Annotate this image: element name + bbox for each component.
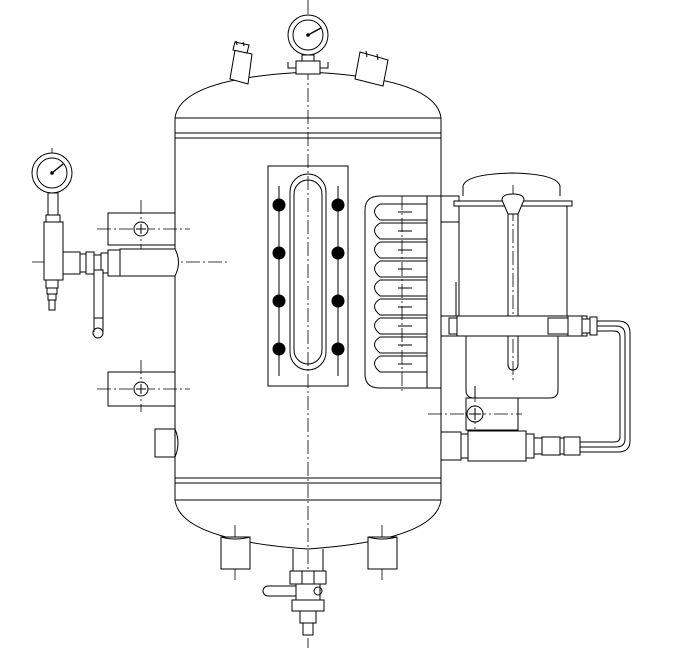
top-left-nozzle: [229, 40, 253, 85]
sight-glass-bolt: [331, 246, 345, 260]
sight-glass-bolt: [331, 294, 345, 308]
heater-fin: [374, 222, 427, 240]
sight-glass-bolt: [272, 294, 286, 308]
left-lower-nozzle: [107, 371, 176, 407]
sight-glass-bolt: [272, 198, 286, 212]
heater-fin: [374, 241, 427, 259]
heater-fins: [374, 203, 427, 373]
outlet-pipe: [440, 320, 631, 462]
heater-fin: [374, 317, 427, 335]
pump-motor: [440, 172, 598, 431]
support-leg-left: [220, 536, 251, 570]
left-small-nozzle: [154, 428, 179, 458]
heater-fin: [374, 203, 427, 221]
heater-fin: [374, 279, 427, 297]
top-pressure-gauge: [287, 14, 329, 75]
support-leg-right: [367, 536, 398, 570]
sight-glass-bolts: [272, 198, 345, 356]
bottom-drain-valve: [262, 549, 327, 636]
left-upper-nozzle: [107, 212, 176, 246]
sight-glass-bolt: [331, 198, 345, 212]
sight-glass-bolt: [272, 342, 286, 356]
heater-fin: [374, 355, 427, 373]
heater-fin: [374, 336, 427, 354]
finned-heater: [364, 195, 442, 389]
top-right-nozzle: [354, 50, 389, 87]
left-pressure-gauge: [31, 152, 73, 194]
sight-glass-bolt: [272, 246, 286, 260]
heater-fin: [374, 260, 427, 278]
sight-glass-bolt: [331, 342, 345, 356]
heater-fin: [374, 298, 427, 316]
sight-glass: [267, 165, 349, 387]
left-valve-assembly: [43, 192, 179, 339]
